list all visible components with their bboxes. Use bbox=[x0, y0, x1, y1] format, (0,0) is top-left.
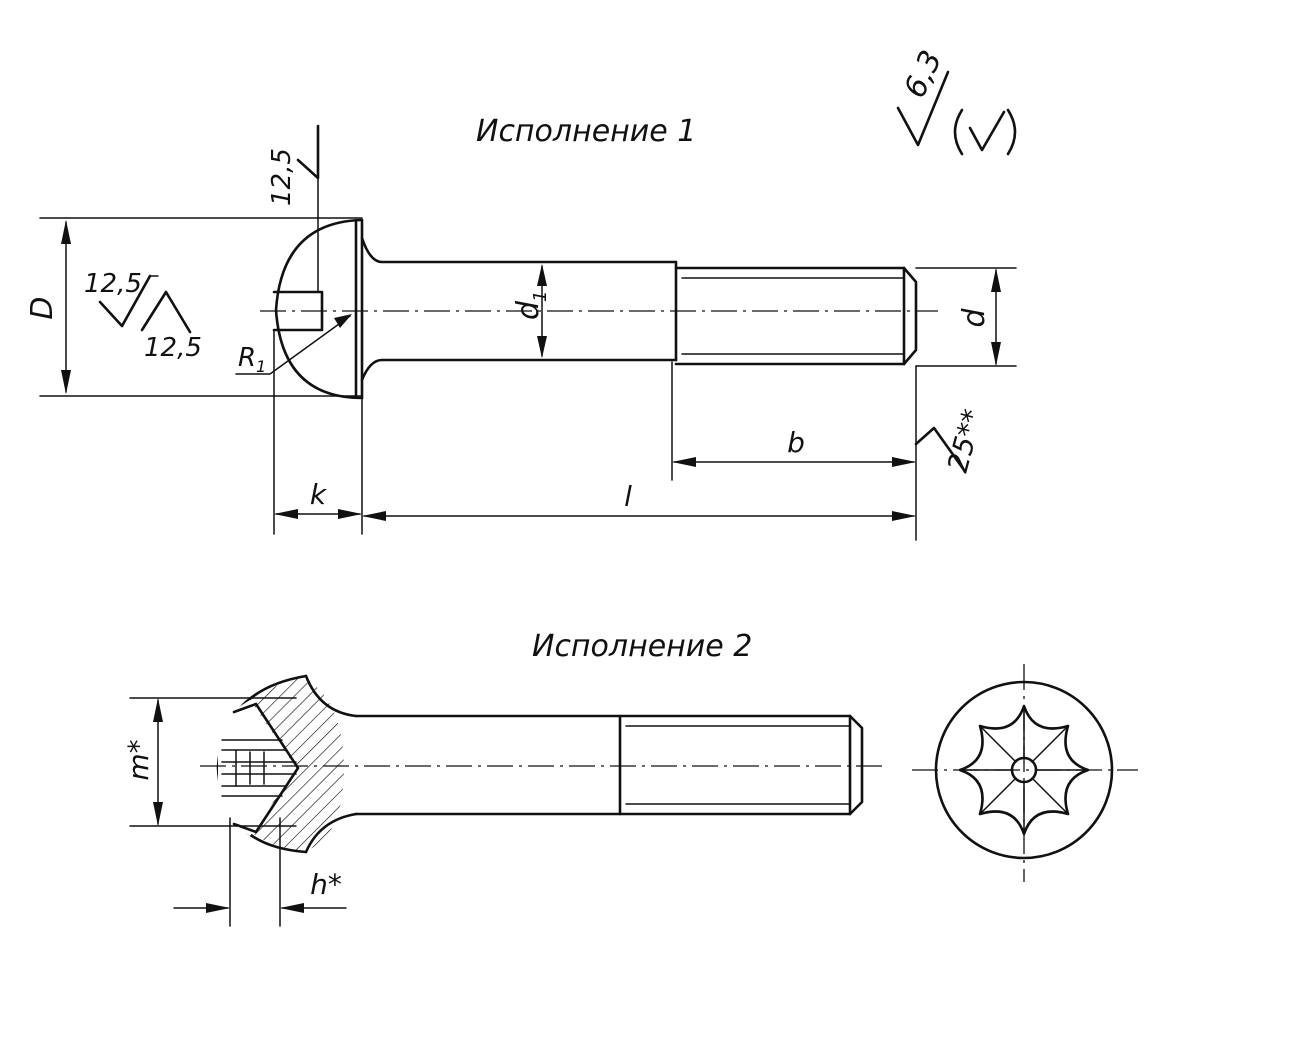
thread-end-roughness-value: 25** bbox=[941, 406, 989, 476]
slot-bottom-roughness-value: 12,5 bbox=[144, 333, 202, 363]
variant2-end-view bbox=[912, 664, 1138, 882]
dimension-k: k bbox=[274, 478, 362, 519]
dimension-l-label: l bbox=[624, 480, 632, 513]
slot-bottom-roughness: 12,5 bbox=[140, 290, 202, 363]
variant1-shank bbox=[260, 236, 938, 382]
slot-left-roughness: 12,5 bbox=[84, 269, 159, 328]
dimension-D-label: D bbox=[25, 296, 60, 319]
slot-left-roughness-value: 12,5 bbox=[84, 269, 142, 299]
dimension-D: D bbox=[25, 220, 71, 394]
variant1-title: Исполнение 1 bbox=[476, 114, 696, 149]
general-roughness-value: 6,3 bbox=[898, 45, 950, 103]
head-top-roughness: 12,5 bbox=[267, 124, 320, 206]
dimension-d1: d 1 bbox=[511, 264, 551, 358]
radius-R1: R 1 bbox=[235, 314, 352, 376]
dimension-h: h* bbox=[173, 817, 347, 927]
dimension-k-label: k bbox=[310, 478, 328, 511]
thread-end-roughness: 25** bbox=[914, 406, 989, 476]
variant1-head bbox=[272, 218, 364, 400]
dimension-d1-label: d bbox=[511, 300, 546, 320]
dimension-h-label: h* bbox=[310, 868, 342, 901]
dimension-d-label: d bbox=[957, 308, 992, 328]
variant2-shank bbox=[200, 714, 882, 816]
dimension-m: m* bbox=[122, 697, 297, 827]
variant2-head-section bbox=[216, 674, 358, 854]
dimension-m-label: m* bbox=[122, 739, 155, 780]
radius-R1-subscript: 1 bbox=[256, 357, 266, 376]
dimension-d1-subscript: 1 bbox=[530, 291, 551, 302]
variant1-extension-lines bbox=[39, 125, 1017, 541]
radius-R1-label: R bbox=[238, 343, 256, 373]
dimension-d: d bbox=[957, 268, 1001, 366]
dimension-l: l bbox=[362, 480, 916, 521]
head-top-roughness-value: 12,5 bbox=[267, 148, 297, 206]
variant2-title: Исполнение 2 bbox=[532, 629, 752, 664]
dimension-b-label: b bbox=[787, 426, 805, 459]
general-roughness-symbol: 6,3 bbox=[896, 45, 1017, 156]
dimension-b: b bbox=[672, 426, 916, 467]
